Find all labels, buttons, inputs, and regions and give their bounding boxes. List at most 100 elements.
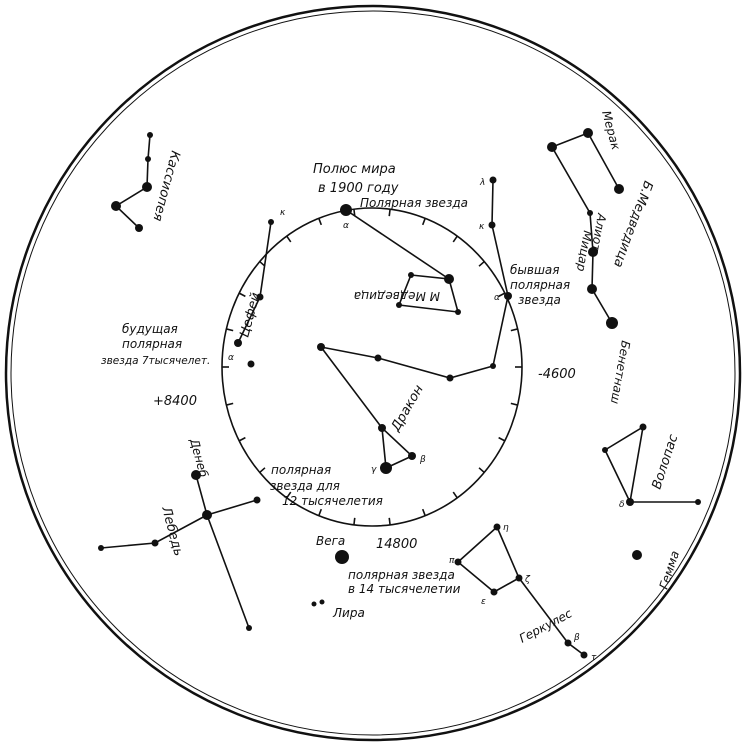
star [268,219,274,225]
deneb-label: Денеб [187,436,211,479]
star [446,374,454,382]
year-minus-4600: -4600 [538,367,576,382]
star [583,128,593,138]
cygnus-line [206,499,258,516]
star [547,142,557,152]
alioth-label: Алиот [588,211,609,253]
tick-mark [388,209,391,217]
beta-label: β [573,633,580,643]
ursa-major-line [550,132,620,324]
lambda-label: λ [479,178,485,188]
star [695,499,701,505]
star [455,309,461,315]
former-pole-label-3: звезда [518,293,561,307]
gemma-label: Гемма [657,549,683,591]
hercules-keystone [456,525,521,593]
pole-12-label-3: 12 тысячелетия [282,494,383,508]
star [489,176,497,184]
epsilon-label: ε [481,597,486,607]
future-pole-label-2: полярная [122,337,182,351]
cepheus-label: Цефей [237,291,263,339]
polaris-star [340,204,352,216]
star [614,184,624,194]
star [564,639,572,647]
star [587,284,597,294]
star [380,462,392,474]
gamma-label: γ [371,465,377,475]
gemma-star [632,550,642,560]
former-pole-label: бывшая [510,263,560,277]
star [408,272,414,278]
mizar-label: Мицар [574,229,595,272]
star [444,274,454,284]
tick-mark [353,517,356,525]
deneb-star [191,470,201,480]
tick-mark [421,508,426,516]
star [151,539,159,547]
star [256,293,264,301]
tick-mark [238,292,246,298]
tick-mark [286,235,292,243]
star [135,224,143,232]
alpha-label: α [343,221,349,231]
star [490,363,496,369]
star [488,221,496,229]
star [145,156,151,162]
tau-label: τ [591,653,597,663]
precession-ticks [222,209,522,525]
star [515,574,523,582]
ursa-minor: α М Медведица [340,204,461,315]
tick-mark [318,508,323,516]
cygnus: Денеб Лебедь [98,436,261,631]
cassiopeia-line [114,134,151,229]
star [606,317,618,329]
tick-mark [286,491,292,499]
year-14800: 14800 [376,537,417,552]
tick-mark [388,517,391,525]
pole-1900-label: Полюс мира [313,162,396,177]
star [147,132,153,138]
delta-label: δ [619,500,625,510]
cygnus-line [195,474,250,629]
outer-circle [4,4,742,742]
tick-mark [226,328,234,332]
vega-star [335,550,349,564]
pi-label: π [449,556,455,566]
star [602,447,608,453]
tick-mark [510,328,518,332]
tick-mark [259,467,266,474]
star [588,247,598,257]
star [98,545,104,551]
beta-label: β [419,455,426,465]
star [587,210,593,216]
tick-mark [478,467,485,474]
tick-mark [318,218,323,226]
precession-circle [221,207,523,527]
star [317,343,325,351]
draco-label: Дракон [388,382,427,435]
eta-label: η [503,523,509,533]
benetnash-label: Бенетнаш [608,339,633,404]
pole-12-label: полярная [271,463,331,477]
tick-mark [226,402,234,406]
star [408,452,416,460]
star [378,424,386,432]
tick-mark [498,292,506,298]
bootes-label: Волопас [650,433,682,492]
future-pole-label: будущая [122,322,178,336]
star [580,651,588,659]
cassiopeia: Кассиопея [111,132,183,232]
star [253,496,261,504]
pole-1900-year: в 1900 году [318,181,399,196]
star [246,625,252,631]
star [504,292,512,300]
cepheus: κ α Цефей [228,208,286,368]
star [319,599,325,605]
ursa-minor-line [345,209,450,280]
star [111,201,121,211]
pole-14-label-2: в 14 тысячелетии [348,582,461,596]
outer-circle-inner [10,10,736,736]
star [396,302,402,308]
star [454,558,462,566]
star [142,182,152,192]
